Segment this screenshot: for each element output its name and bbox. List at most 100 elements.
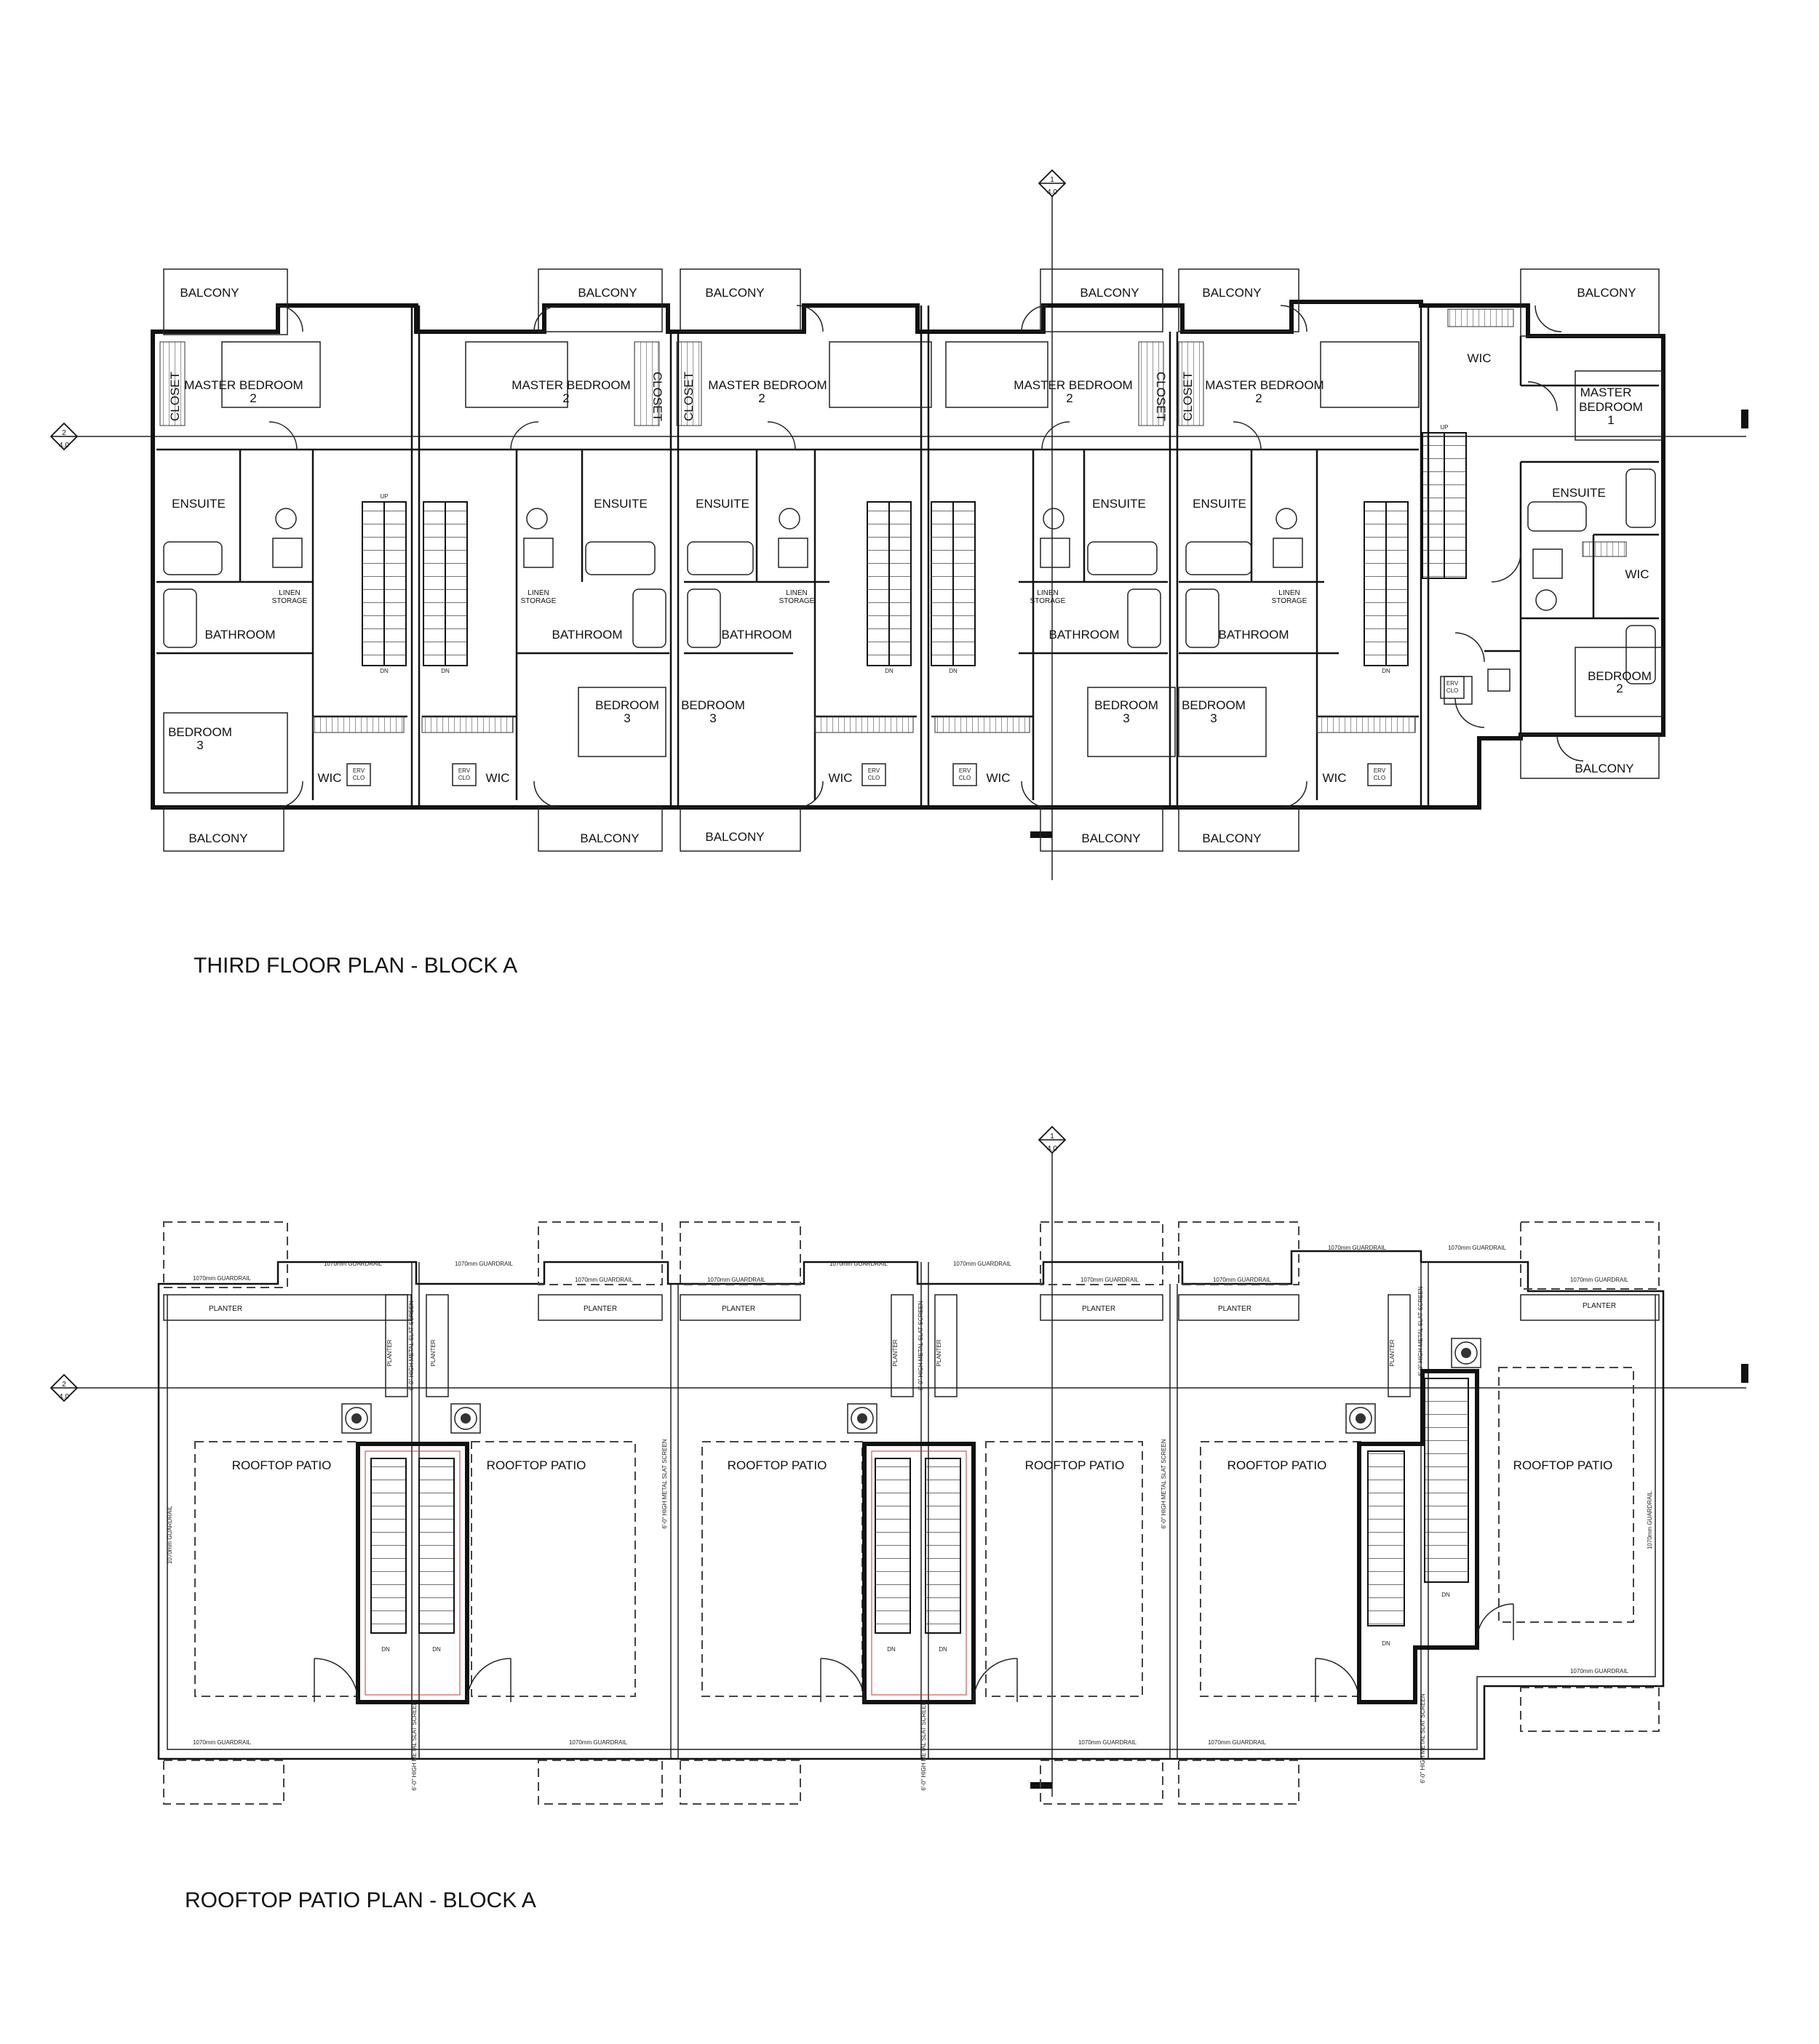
label-balcony: BALCONY	[1080, 286, 1139, 300]
svg-text:6'-0" HIGH METAL SLAT SCREEN: 6'-0" HIGH METAL SLAT SCREEN	[1417, 1286, 1424, 1376]
svg-text:DN: DN	[949, 668, 958, 674]
planters: PLANTER PLANTER PLANTER PLANTER PLANTER …	[163, 1294, 1660, 1397]
label-balcony: BALCONY	[1577, 286, 1636, 300]
label-bedroom: BEDROOM	[681, 698, 745, 712]
svg-text:CLO: CLO	[1374, 775, 1385, 781]
grid-marker-sheet: 4.0	[59, 442, 69, 450]
label-rooftop-patio: ROOFTOP PATIO	[232, 1458, 332, 1472]
grid-marker-1: 1 4.0	[1038, 169, 1066, 197]
label-closet: CLOSET	[650, 372, 664, 421]
svg-text:STORAGE: STORAGE	[1272, 597, 1307, 605]
section-mark	[1741, 1364, 1748, 1383]
label-wic: WIC	[317, 771, 341, 785]
svg-text:3: 3	[624, 711, 630, 725]
staircases: UP DN DN DN DN DN UP	[362, 424, 1467, 674]
svg-text:PLANTER: PLANTER	[430, 1339, 437, 1366]
svg-text:LINEN: LINEN	[1037, 589, 1058, 597]
svg-text:1070mm GUARDRAIL: 1070mm GUARDRAIL	[569, 1739, 628, 1746]
label-rooftop-patio: ROOFTOP PATIO	[728, 1458, 827, 1472]
svg-text:PLANTER: PLANTER	[1218, 1305, 1251, 1313]
svg-text:1070mm GUARDRAIL: 1070mm GUARDRAIL	[1208, 1739, 1267, 1746]
svg-text:DN: DN	[441, 668, 450, 674]
svg-text:1070mm GUARDRAIL: 1070mm GUARDRAIL	[167, 1505, 173, 1564]
svg-text:DN: DN	[381, 1646, 390, 1653]
svg-text:6'-0" HIGH METAL SLAT SCREEN: 6'-0" HIGH METAL SLAT SCREEN	[661, 1439, 668, 1528]
svg-text:3: 3	[709, 711, 716, 725]
label-balcony: BALCONY	[1202, 831, 1261, 845]
label-balcony: BALCONY	[188, 831, 247, 845]
svg-text:CLO: CLO	[959, 775, 971, 781]
grid-marker-1: 1 4.0	[1038, 1126, 1066, 1154]
svg-text:6'-0" HIGH METAL SLAT SCREEN: 6'-0" HIGH METAL SLAT SCREEN	[920, 1701, 927, 1790]
svg-text:PLANTER: PLANTER	[584, 1305, 617, 1313]
label-bathroom: BATHROOM	[205, 628, 276, 642]
svg-text:2: 2	[562, 391, 569, 405]
svg-text:LINEN: LINEN	[279, 589, 300, 597]
label-wic: WIC	[828, 771, 852, 785]
svg-text:ERV: ERV	[1446, 680, 1459, 687]
svg-text:2: 2	[758, 391, 765, 405]
label-bedroom: BEDROOM	[1182, 698, 1246, 712]
label-wic: WIC	[1625, 567, 1649, 581]
svg-text:2: 2	[250, 391, 256, 405]
svg-text:ERV: ERV	[353, 767, 365, 774]
label-closet: CLOSET	[1181, 372, 1195, 421]
svg-text:6'-0" HIGH METAL SLAT SCREEN: 6'-0" HIGH METAL SLAT SCREEN	[918, 1301, 924, 1390]
svg-text:1070mm GUARDRAIL: 1070mm GUARDRAIL	[829, 1261, 888, 1267]
label-ensuite: ENSUITE	[1092, 497, 1146, 511]
svg-text:1070mm GUARDRAIL: 1070mm GUARDRAIL	[1448, 1245, 1507, 1251]
label-bedroom: BEDROOM	[1094, 698, 1158, 712]
closets	[159, 308, 1627, 733]
grid-marker-number: 1	[1050, 176, 1054, 184]
grid-marker-number: 2	[62, 1381, 66, 1389]
beds	[163, 341, 1663, 794]
svg-text:1070mm GUARDRAIL: 1070mm GUARDRAIL	[1213, 1277, 1272, 1283]
svg-text:ERV: ERV	[868, 767, 880, 774]
guardrail-labels: 1070mm GUARDRAIL 1070mm GUARDRAIL 1070mm…	[167, 1245, 1653, 1746]
rooftop-patio-plan: 1 4.0 2 4.0	[50, 1126, 1748, 1912]
svg-text:DN: DN	[1441, 1592, 1450, 1598]
stair-door-swings	[314, 1603, 1514, 1703]
label-balcony: BALCONY	[705, 830, 764, 844]
svg-text:1070mm GUARDRAIL: 1070mm GUARDRAIL	[455, 1261, 514, 1267]
svg-text:1: 1	[1607, 413, 1614, 427]
label-balcony: BALCONY	[580, 831, 639, 845]
label-rooftop-patio: ROOFTOP PATIO	[1227, 1458, 1327, 1472]
label-ensuite: ENSUITE	[594, 497, 648, 511]
svg-text:DN: DN	[432, 1646, 441, 1653]
svg-text:1070mm GUARDRAIL: 1070mm GUARDRAIL	[575, 1277, 634, 1283]
svg-text:CLO: CLO	[1446, 687, 1458, 694]
svg-text:UP: UP	[1440, 424, 1448, 431]
label-balcony: BALCONY	[705, 286, 764, 300]
svg-text:2: 2	[1255, 391, 1262, 405]
balcony-projections	[163, 1221, 1660, 1805]
svg-text:6'-0" HIGH METAL SLAT SCREEN: 6'-0" HIGH METAL SLAT SCREEN	[1420, 1693, 1426, 1783]
slat-screen-labels: 6'-0" HIGH METAL SLAT SCREEN 6'-0" HIGH …	[386, 1286, 1426, 1790]
label-balcony: BALCONY	[1081, 831, 1140, 845]
third-floor-plan: 1 4.0 2 4.0	[50, 169, 1748, 978]
balconies	[163, 268, 1660, 852]
svg-text:3: 3	[1210, 711, 1217, 725]
svg-text:1070mm GUARDRAIL: 1070mm GUARDRAIL	[1328, 1245, 1387, 1251]
svg-text:2: 2	[1616, 682, 1623, 695]
svg-text:1070mm GUARDRAIL: 1070mm GUARDRAIL	[193, 1275, 252, 1282]
label-wic: WIC	[1467, 351, 1491, 365]
label-ensuite: ENSUITE	[172, 497, 226, 511]
label-ensuite: ENSUITE	[1552, 486, 1606, 500]
label-rooftop-patio: ROOFTOP PATIO	[487, 1458, 586, 1472]
label-master-bedroom: MASTER BEDROOM	[512, 378, 630, 392]
svg-text:DN: DN	[380, 668, 389, 674]
label-bathroom: BATHROOM	[1049, 628, 1120, 642]
grid-marker-number: 2	[62, 429, 66, 437]
svg-text:DN: DN	[885, 668, 893, 674]
grid-marker-2: 2 4.0	[50, 1374, 78, 1402]
roof-edge	[157, 1250, 1665, 1760]
label-balcony: BALCONY	[1202, 286, 1261, 300]
label-closet: CLOSET	[168, 372, 182, 421]
label-master-bedroom: MASTER BEDROOM	[184, 378, 303, 392]
label-ensuite: ENSUITE	[1193, 497, 1246, 511]
label-ensuite: ENSUITE	[696, 497, 749, 511]
rooftop-units	[341, 1338, 1481, 1434]
svg-text:PLANTER: PLANTER	[892, 1339, 899, 1366]
grid-marker-2: 2 4.0	[50, 423, 78, 450]
